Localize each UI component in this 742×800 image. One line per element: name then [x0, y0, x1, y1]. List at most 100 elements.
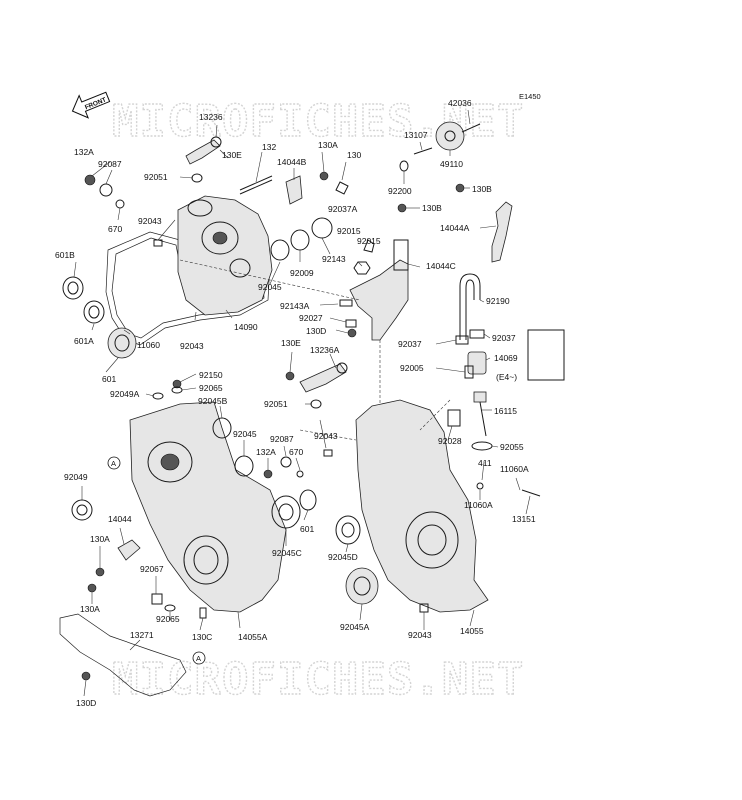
hose-92190 [459, 273, 481, 340]
bolt-130a-lower-2 [87, 583, 97, 593]
bearing-92045-top [270, 239, 290, 261]
label-92028: 92028 [438, 436, 462, 446]
label-601-lower: 601 [300, 524, 314, 534]
label-14090: 14090 [234, 322, 258, 332]
label-92051: 92051 [144, 172, 168, 182]
gear-49110 [435, 121, 465, 151]
label-92045d: 92045D [328, 552, 358, 562]
label-14069: 14069 [494, 353, 518, 363]
crankcase-left-bore [147, 441, 193, 483]
pin-92043-center [323, 449, 333, 457]
label-130d: 130D [306, 326, 326, 336]
label-130e-lower: 130E [281, 338, 301, 348]
crankcase-right-hole [417, 524, 447, 556]
seal-92009 [290, 229, 310, 251]
pin-42036 [461, 123, 481, 133]
label-92037-right: 92037 [492, 333, 516, 343]
watermark-bottom: MICROFICHES.NET [112, 654, 524, 705]
label-92143a: 92143A [280, 301, 310, 311]
label-92005: 92005 [400, 363, 424, 373]
bracket-14044 [117, 539, 141, 561]
label-14044b: 14044B [277, 157, 307, 167]
crankcase-right [355, 399, 489, 613]
label-42036: 42036 [448, 98, 472, 108]
bolt-130b-a [455, 183, 465, 193]
label-92009: 92009 [290, 268, 314, 278]
bearing-92045-mid [234, 455, 254, 477]
bolt-132-b [239, 179, 273, 195]
seal-92049-inner [76, 504, 88, 516]
label-92027: 92027 [299, 313, 323, 323]
bolt-130a [319, 171, 329, 181]
label-13236a: 13236A [310, 345, 340, 355]
label-92045a: 92045A [340, 622, 370, 632]
bolt-132a-lower [263, 469, 273, 479]
bearing-92045a-inner [353, 576, 371, 596]
label-92200: 92200 [388, 186, 412, 196]
bracket-14044c-tab [393, 239, 409, 271]
washer-92051 [191, 173, 203, 183]
label-92065-lower: 92065 [156, 614, 180, 624]
e4-box [527, 329, 565, 381]
label-92143: 92143 [322, 254, 346, 264]
label-601b: 601B [55, 250, 75, 260]
filter-14069 [467, 351, 487, 375]
bracket-14044b [285, 175, 303, 205]
bearing-92045d-inner [341, 522, 355, 538]
svg-text:A: A [111, 459, 116, 468]
oring-670-lower [296, 470, 304, 478]
washer-92051-lower [310, 399, 322, 409]
bearing-11060-inner [114, 334, 130, 352]
ring-92015 [311, 217, 333, 239]
bolt-132a [84, 174, 96, 186]
callout-a-1: A [107, 456, 121, 470]
label-11060a-right: 11060A [500, 464, 529, 474]
svg-text:A: A [196, 654, 201, 663]
label-132: 132 [262, 142, 276, 152]
label-601: 601 [102, 374, 116, 384]
label-13236: 13236 [199, 112, 223, 122]
bolt-130c [199, 607, 207, 619]
collar-92143a [339, 299, 353, 307]
label-92043-center: 92043 [314, 431, 338, 441]
valve-16115 [473, 391, 487, 403]
label-92045-mid: 92045 [233, 429, 257, 439]
washer-92087-lower [280, 456, 292, 468]
label-130a: 130A [318, 140, 338, 150]
label-130a-lower: 130A [80, 604, 100, 614]
seal-601-lower [299, 489, 317, 511]
label-16115: 16115 [494, 406, 517, 416]
bolt-130 [335, 181, 349, 195]
label-92015-a: 92015 [337, 226, 361, 236]
label-14055a: 14055A [238, 632, 268, 642]
seal-601b [62, 276, 84, 300]
bolt-130d-lower [81, 671, 91, 681]
lever-13236a-head [336, 362, 348, 374]
label-e4: (E4~) [496, 372, 517, 382]
seal-92049 [71, 499, 93, 521]
shaft-13107 [413, 147, 433, 155]
bolt-130e-lower [285, 371, 295, 381]
leader-lines [73, 109, 531, 697]
label-13271: 13271 [130, 630, 154, 640]
washer-92065-lower [164, 604, 176, 612]
label-92045-top: 92045 [258, 282, 282, 292]
lever-13236 [185, 139, 221, 165]
label-92055: 92055 [500, 442, 524, 452]
label-13107: 13107 [404, 130, 428, 140]
cover-top-boss [187, 199, 213, 217]
bearing-11060a [476, 482, 484, 490]
bracket-14044a [491, 201, 513, 263]
bolt-130a-lower [95, 567, 105, 577]
nut-92143 [353, 261, 371, 275]
label-92037-left: 92037 [398, 339, 422, 349]
label-130b-a: 130B [472, 184, 492, 194]
label-11060: 11060 [137, 340, 160, 350]
nut-92015 [363, 239, 375, 253]
label-130b-b: 130B [422, 203, 442, 213]
plate-13271 [59, 613, 187, 697]
figure-code: E1450 [519, 92, 541, 101]
label-92051-lower: 92051 [264, 399, 288, 409]
label-670: 670 [108, 224, 122, 234]
bearing-92045d [335, 515, 361, 545]
